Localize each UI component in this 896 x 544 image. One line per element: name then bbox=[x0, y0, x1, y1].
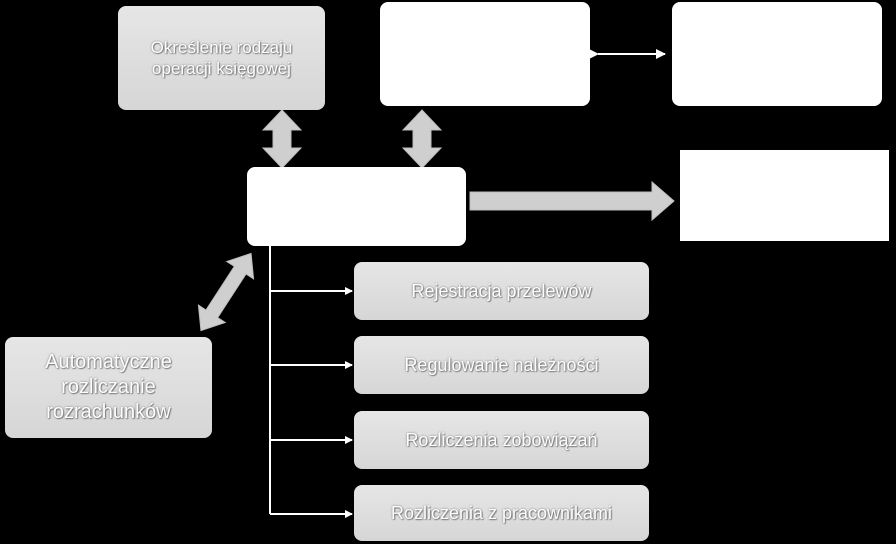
branch-box-4: Rozliczenia z pracownikami bbox=[354, 485, 649, 541]
right-output-box bbox=[680, 150, 889, 241]
top-middle-box bbox=[380, 2, 590, 106]
branch-label-2: Regulowanie należności bbox=[404, 354, 599, 375]
branch-label-3: Rozliczenia zobowiązań bbox=[405, 429, 598, 450]
auto-settlement-box: Automatyczne rozliczanie rozrachunków bbox=[5, 337, 212, 438]
auto-settlement-label: Automatyczne rozliczanie rozrachunków bbox=[45, 351, 172, 423]
branch-box-1: Rejestracja przelewów bbox=[354, 262, 649, 320]
double-arrow-right bbox=[401, 109, 443, 169]
branch-label-4: Rozliczenia z pracownikami bbox=[390, 502, 613, 523]
branch-box-2: Regulowanie należności bbox=[354, 336, 649, 394]
branch-label-1: Rejestracja przelewów bbox=[411, 280, 592, 301]
thick-right-arrow bbox=[469, 180, 675, 222]
double-arrow-diagonal bbox=[197, 252, 255, 332]
accounting-operation-type-label: Określenie rodzaju operacji księgowej bbox=[150, 37, 293, 78]
double-arrow-left bbox=[261, 109, 303, 169]
accounting-operation-type-box: Określenie rodzaju operacji księgowej bbox=[118, 6, 325, 110]
center-box bbox=[247, 167, 466, 246]
top-right-box bbox=[672, 2, 882, 106]
branch-box-3: Rozliczenia zobowiązań bbox=[354, 411, 649, 469]
